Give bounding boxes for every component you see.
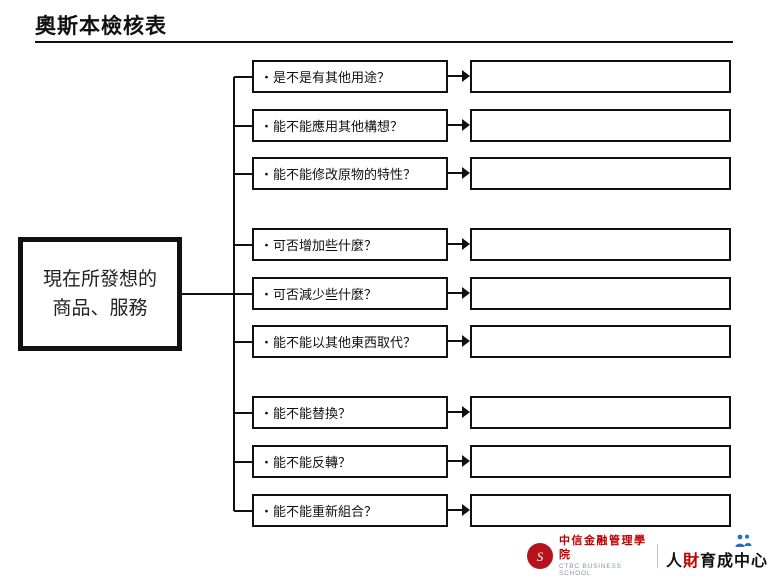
answer-box: [470, 494, 731, 527]
answer-box: [470, 228, 731, 261]
answer-box: [470, 109, 731, 142]
footer-divider: [657, 544, 658, 568]
ctbc-logo-icon: S: [527, 543, 553, 569]
question-box: ・能不能應用其他構想？: [252, 109, 448, 142]
question-box: ・能不能反轉？: [252, 445, 448, 478]
school-name-zh: 中信金融管理學院: [559, 534, 647, 563]
answer-box: [470, 157, 731, 190]
center-name-part1: 人: [666, 553, 683, 570]
question-label: ・能不能以其他東西取代？: [260, 332, 416, 351]
question-box: ・能不能替換？: [252, 396, 448, 429]
question-label: ・能不能修改原物的特性？: [260, 164, 416, 183]
checklist-row: ・能不能以其他東西取代？: [252, 325, 732, 358]
question-box: ・可否增加些什麼？: [252, 228, 448, 261]
question-box: ・能不能以其他東西取代？: [252, 325, 448, 358]
source-box: 現在所發想的 商品、服務: [18, 237, 182, 351]
checklist-row: ・是不是有其他用途？: [252, 60, 732, 93]
question-label: ・能不能反轉？: [260, 452, 351, 471]
center-name-part3: 育成中心: [700, 553, 768, 570]
checklist-row: ・能不能應用其他構想？: [252, 109, 732, 142]
ctbc-logo-glyph: S: [537, 550, 544, 563]
source-box-line1: 現在所發想的: [43, 265, 157, 294]
checklist-row: ・能不能反轉？: [252, 445, 732, 478]
answer-box: [470, 325, 731, 358]
source-box-line2: 商品、服務: [52, 294, 147, 323]
checklist-row: ・能不能替換？: [252, 396, 732, 429]
checklist-row: ・可否增加些什麼？: [252, 228, 732, 261]
question-label: ・是不是有其他用途？: [260, 67, 390, 86]
checklist-row: ・可否減少些什麼？: [252, 277, 732, 310]
answer-box: [470, 60, 731, 93]
question-label: ・能不能重新組合？: [260, 501, 377, 520]
question-box: ・能不能重新組合？: [252, 494, 448, 527]
center-name-part2: 財: [683, 553, 700, 570]
title-underline: [35, 41, 733, 43]
checklist-row: ・能不能修改原物的特性？: [252, 157, 732, 190]
answer-box: [470, 396, 731, 429]
school-name-block: 中信金融管理學院 CTBC BUSINESS SCHOOL: [559, 534, 647, 578]
answer-box: [470, 277, 731, 310]
question-label: ・可否增加些什麼？: [260, 235, 377, 254]
question-box: ・是不是有其他用途？: [252, 60, 448, 93]
page-title: 奧斯本檢核表: [35, 10, 167, 40]
question-box: ・可否減少些什麼？: [252, 277, 448, 310]
checklist-row: ・能不能重新組合？: [252, 494, 732, 527]
people-icon: [734, 534, 752, 547]
footer-branding: S 中信金融管理學院 CTBC BUSINESS SCHOOL 人財育成中心: [527, 540, 768, 572]
center-name: 人財育成中心: [666, 547, 768, 572]
question-label: ・可否減少些什麼？: [260, 284, 377, 303]
question-label: ・能不能替換？: [260, 403, 351, 422]
question-box: ・能不能修改原物的特性？: [252, 157, 448, 190]
question-label: ・能不能應用其他構想？: [260, 116, 403, 135]
answer-box: [470, 445, 731, 478]
